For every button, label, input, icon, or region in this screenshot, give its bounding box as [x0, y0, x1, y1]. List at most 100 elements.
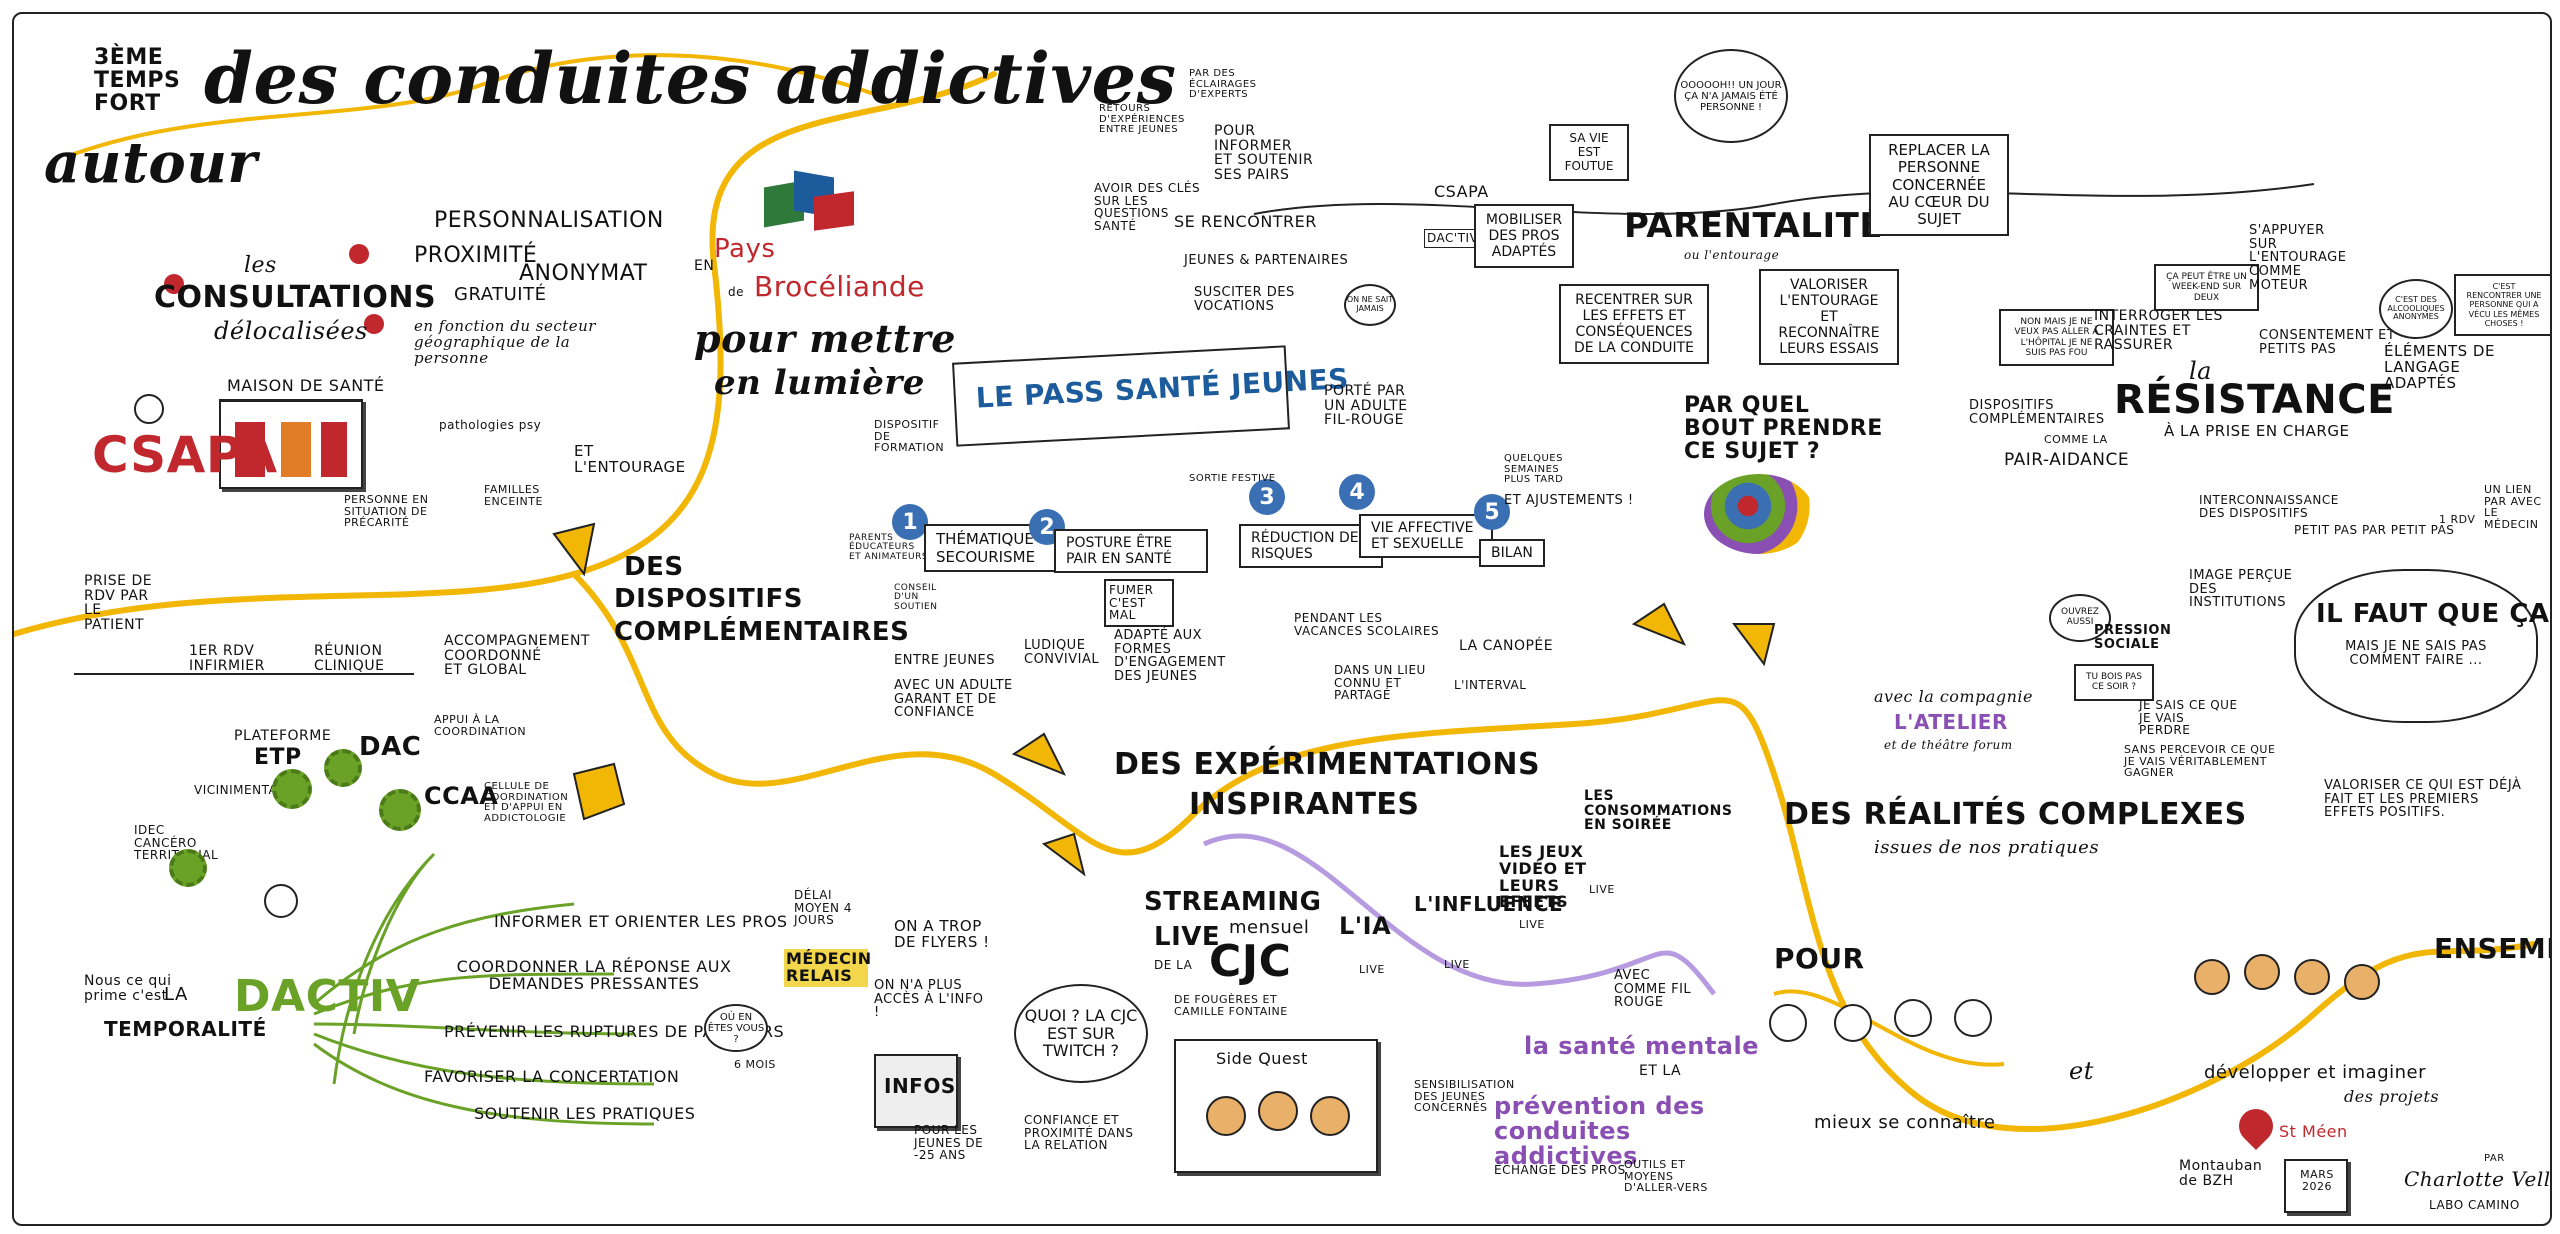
- realites-issues: issues de nos pratiques: [1874, 837, 2100, 858]
- dac-ouenetes: où en êtes vous ?: [704, 1004, 768, 1052]
- character-head: [2294, 959, 2330, 995]
- change-valoriser: valoriser ce qui est déjà fait et les pr…: [2324, 778, 2522, 821]
- dac-coordonner: coordonner la réponse aux demandes press…: [456, 957, 732, 993]
- resistance-cestdes: c'est des alcooliques anonymes: [2379, 279, 2453, 339]
- resistance-la: la: [2189, 357, 2212, 385]
- pays-mettre: pour mettre: [694, 316, 956, 361]
- gear-icon: [272, 769, 312, 809]
- character-head: [1954, 999, 1992, 1037]
- parent-recentrer: recentrer sur les effets et conséquences…: [1559, 284, 1709, 365]
- change-bubble: il faut que ça change mais je ne sais pa…: [2294, 569, 2550, 723]
- experim-confiance: confiance et proximité dans la relation: [1024, 1113, 1134, 1153]
- pays-de: de: [728, 285, 744, 299]
- experim-infos: infos: [884, 1074, 956, 1098]
- change-image: image perçue des institutions: [2189, 568, 2293, 611]
- parcours-reunion: réunion clinique: [314, 643, 385, 674]
- parent-valoriser: valoriser l'entourage et reconnaître leu…: [1759, 269, 1899, 366]
- pass-lieu: dans un lieu connu et partagé: [1334, 663, 1426, 703]
- parent-ou: ou l'entourage: [1684, 248, 1780, 262]
- dispositifs-title-1: des: [624, 552, 684, 582]
- step-number-5: 5: [1474, 494, 1510, 530]
- streamer-avatar: [1206, 1096, 1246, 1136]
- parent-mobiliser: mobiliser des pros adaptés: [1474, 204, 1574, 269]
- step-5: bilan: [1479, 539, 1545, 567]
- pays-broceliande: Brocéliande: [754, 270, 925, 303]
- character-head: [134, 394, 164, 424]
- pass-susciter: susciter des vocations: [1194, 285, 1295, 314]
- dac-mois: 6 mois: [734, 1058, 776, 1071]
- pass-banner: le pass santé jeunes: [952, 345, 1350, 447]
- scribble-icon: [1704, 474, 1814, 554]
- resistance-elements: éléments de langage adaptés: [2384, 342, 2495, 392]
- dac-delai: délai moyen 4 jours: [794, 888, 852, 928]
- ensemble-stmeen: St Méen: [2279, 1122, 2348, 1141]
- pass-avec: avec un adulte garant et de confiance: [894, 678, 1013, 721]
- change-petit: petit pas par petit pas: [2294, 523, 2455, 537]
- experim-pour: pour les jeunes de -25 ans: [914, 1123, 984, 1163]
- step-number-4: 4: [1339, 474, 1375, 510]
- change-ouvreaussi: ouvrez aussi: [2049, 594, 2111, 642]
- gear-icon: [324, 749, 362, 787]
- experim-influence: l'influence: [1414, 892, 1564, 916]
- consult-precarite: personne en situation de précarité: [344, 493, 429, 530]
- realites-question: par quel bout prendre ce sujet ?: [1684, 393, 1883, 465]
- consult-gratuite: gratuité: [454, 284, 547, 305]
- step-number-3: 3: [1249, 479, 1285, 515]
- consult-famille: familles enceinte: [484, 483, 543, 508]
- dac-soutenir: soutenir les pratiques: [474, 1104, 696, 1123]
- pass-rencontrer: se rencontrer: [1174, 212, 1317, 231]
- pays-pays: Pays: [714, 234, 776, 264]
- pass-parents: parents éducateurs et animateurs: [849, 533, 929, 562]
- experim-fougeres: de fougères et camille fontaine: [1174, 993, 1288, 1018]
- ensemble-et: et: [2069, 1057, 2094, 1085]
- pass-quelques: quelques semaines plus tard: [1504, 453, 1564, 485]
- experim-prevention: prévention des conduites addictives: [1494, 1092, 1705, 1171]
- experim-avec: avec comme fil rouge: [1614, 968, 1692, 1011]
- resistance-rencontrer: c'est rencontrer une personne qui a vécu…: [2454, 274, 2550, 336]
- change-pression: pression sociale: [2094, 623, 2172, 652]
- experim-conso: les consommations en soirée: [1584, 788, 1733, 834]
- pass-dispositif: dispositif de formation: [874, 418, 945, 455]
- ensemble-developper: développer et imaginer: [2204, 1062, 2427, 1083]
- experim-live-2: live: [1444, 958, 1470, 971]
- consult-perso: personnalisation: [434, 208, 664, 233]
- ensemble-par: par: [2484, 1153, 2505, 1164]
- character-head: [1769, 1004, 1807, 1042]
- broceliande-logo-icon: [764, 170, 854, 234]
- step-4: vie affective et sexuelle: [1359, 514, 1493, 558]
- calendar-icon: mars 2026: [2284, 1159, 2348, 1213]
- character-head: [264, 884, 298, 918]
- csapa-label: CSAPA: [92, 426, 278, 484]
- change-jesais: je sais ce que je vais perdre: [2139, 698, 2238, 738]
- consult-sub: délocalisées: [214, 317, 368, 345]
- ensemble-projets: des projets: [2344, 1087, 2440, 1106]
- dac-dac: DAC: [359, 732, 422, 762]
- dac-favoriser: favoriser la concertation: [424, 1067, 680, 1086]
- change-ilfaut: il faut que ça change: [2316, 599, 2550, 629]
- flow-lines: [14, 53, 2537, 1132]
- experim-delacjc: de la: [1154, 958, 1193, 972]
- consult-patho: pathologies psy: [439, 418, 542, 432]
- pass-sortie: sortie festive: [1189, 473, 1276, 484]
- experim-title-1: des expérimentations: [1114, 747, 1541, 782]
- pays-en: en: [694, 258, 715, 274]
- pass-adapte: adapté aux formes d'engagement des jeune…: [1114, 628, 1226, 684]
- realites-compagnie: avec la compagnie: [1874, 687, 2034, 706]
- pass-eclairages: par des éclairages d'experts: [1189, 68, 1257, 100]
- laptop-screen: Side Quest: [1174, 1039, 1378, 1173]
- experim-mensuel: mensuel: [1229, 917, 1310, 938]
- experim-onatrop: on a trop de flyers !: [894, 917, 990, 951]
- resistance-consent: consentement et petits pas: [2259, 328, 2396, 357]
- pass-jeunes: jeunes & partenaires: [1184, 253, 1349, 268]
- experim-jeux: les jeux vidéo et leurs effets: [1499, 842, 1587, 912]
- ensemble-charlotte: Charlotte Velly: [2404, 1167, 2552, 1191]
- resistance-pair: pair-aidance: [2004, 450, 2130, 470]
- pays-lumiere: en lumière: [714, 363, 925, 403]
- character-head: [2244, 954, 2280, 990]
- consult-les: les: [244, 253, 277, 278]
- parent-ooo: oooooh!! un jour ça n'a jamais été perso…: [1674, 49, 1788, 143]
- ensemble-labo: labo camino: [2429, 1198, 2520, 1212]
- parent-dactiv: DAC'tiv: [1424, 229, 1482, 248]
- consult-entourage: et l'entourage: [574, 442, 686, 476]
- experim-outils: outils et moyens d'aller-vers: [1624, 1158, 1708, 1195]
